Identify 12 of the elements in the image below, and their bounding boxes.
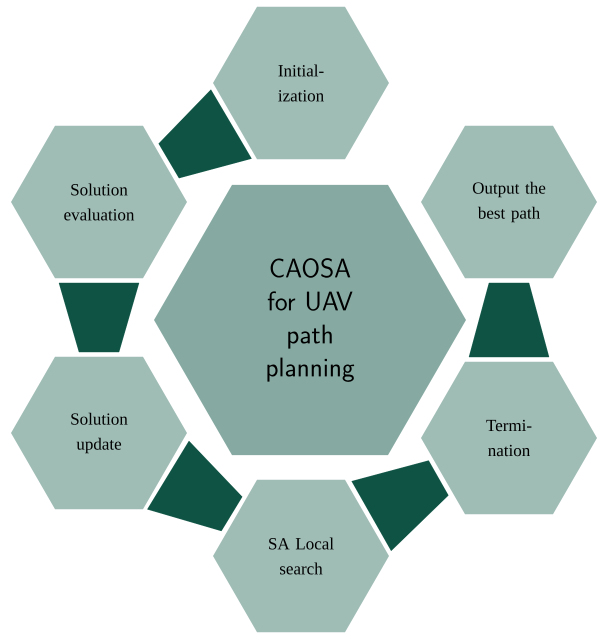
center-hexagon: CAOSA for UAV path planning [154,184,466,456]
connector [147,440,242,532]
connector [158,89,252,178]
step-hexagon: Solution evaluation [11,126,187,278]
step-hexagon: Initial- ization [213,6,389,160]
connector [352,460,449,552]
step-hexagon: SA Local search [213,480,389,632]
step-hexagon: Output the best path [421,126,597,278]
connector [468,282,550,358]
connector [58,282,140,352]
step-hexagon: Termi- nation [421,362,597,514]
step-hexagon: Solution update [11,356,187,510]
